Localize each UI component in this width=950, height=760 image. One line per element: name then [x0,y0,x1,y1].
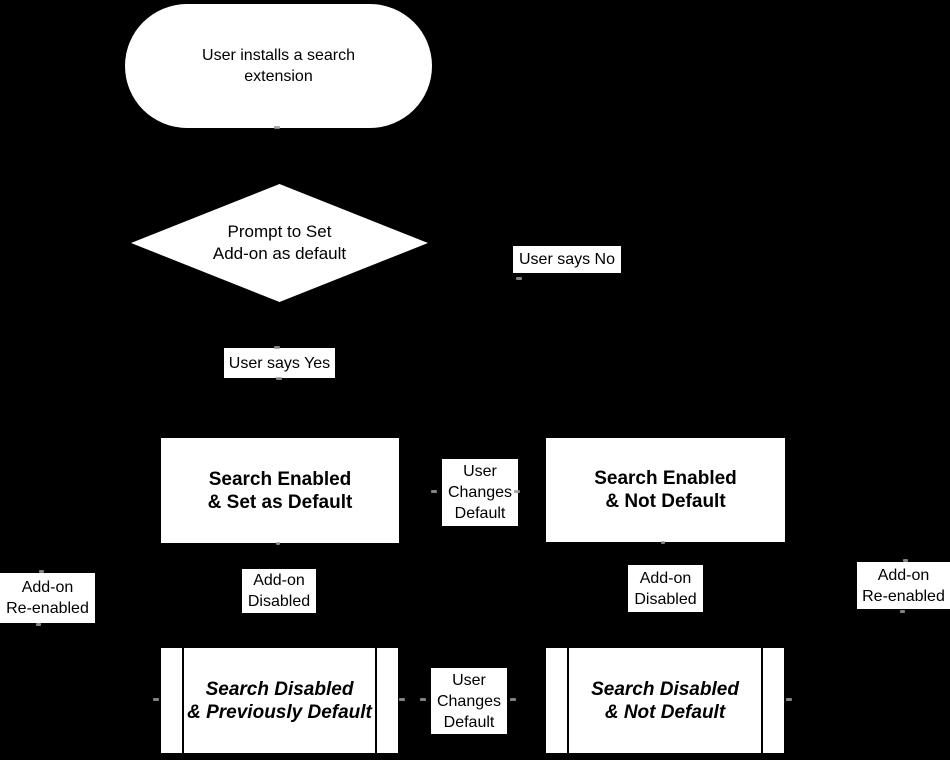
arrowhead-artifact [274,346,280,349]
arrowhead-artifact [900,610,905,613]
arrowhead-artifact [431,490,437,493]
arrowhead-artifact [399,698,405,701]
arrowhead-artifact [276,377,282,380]
edge-label-user-changes-default-bottom: User Changes Default [431,668,507,734]
arrowhead-artifact [510,698,516,701]
state-search-disabled-not-default-node: Search Disabled & Not Default [546,648,784,753]
edge-label-user-changes-default-top: User Changes Default [442,459,518,526]
state-search-disabled-previously-default-node: Search Disabled & Previously Default [161,648,398,753]
state-search-enabled-not-default-node: Search Enabled & Not Default [546,438,785,542]
start-terminator-node: User installs a search extension [125,4,432,128]
state-label: Search Disabled & Previously Default [187,678,372,723]
arrowhead-artifact [514,490,520,493]
arrowhead-artifact [903,559,908,562]
subroutine-side-bar [761,648,763,753]
edge-label-addon-reenabled-right: Add-on Re-enabled [857,562,950,609]
arrowhead-artifact [786,698,792,701]
state-label: Search Disabled & Not Default [591,678,739,723]
edge-label-addon-reenabled-left: Add-on Re-enabled [0,573,95,623]
arrowhead-artifact [276,542,280,545]
arrowhead-artifact [36,623,41,626]
arrowhead-artifact [39,570,44,573]
edge-label-addon-disabled-right: Add-on Disabled [628,565,703,612]
subroutine-side-bar [567,648,569,753]
prompt-decision-node: Prompt to Set Add-on as default [131,184,428,302]
arrowhead-artifact [153,698,159,701]
edge-label-user-says-yes: User says Yes [224,348,335,378]
edge-label-addon-disabled-left: Add-on Disabled [242,569,316,613]
arrowhead-artifact [274,126,280,129]
arrowhead-artifact [516,277,522,280]
subroutine-side-bar [375,648,377,753]
subroutine-side-bar [182,648,184,753]
arrowhead-artifact [420,698,426,701]
edge-label-user-says-no: User says No [513,246,621,273]
arrowhead-artifact [661,541,665,544]
state-search-enabled-set-default-node: Search Enabled & Set as Default [161,438,399,543]
